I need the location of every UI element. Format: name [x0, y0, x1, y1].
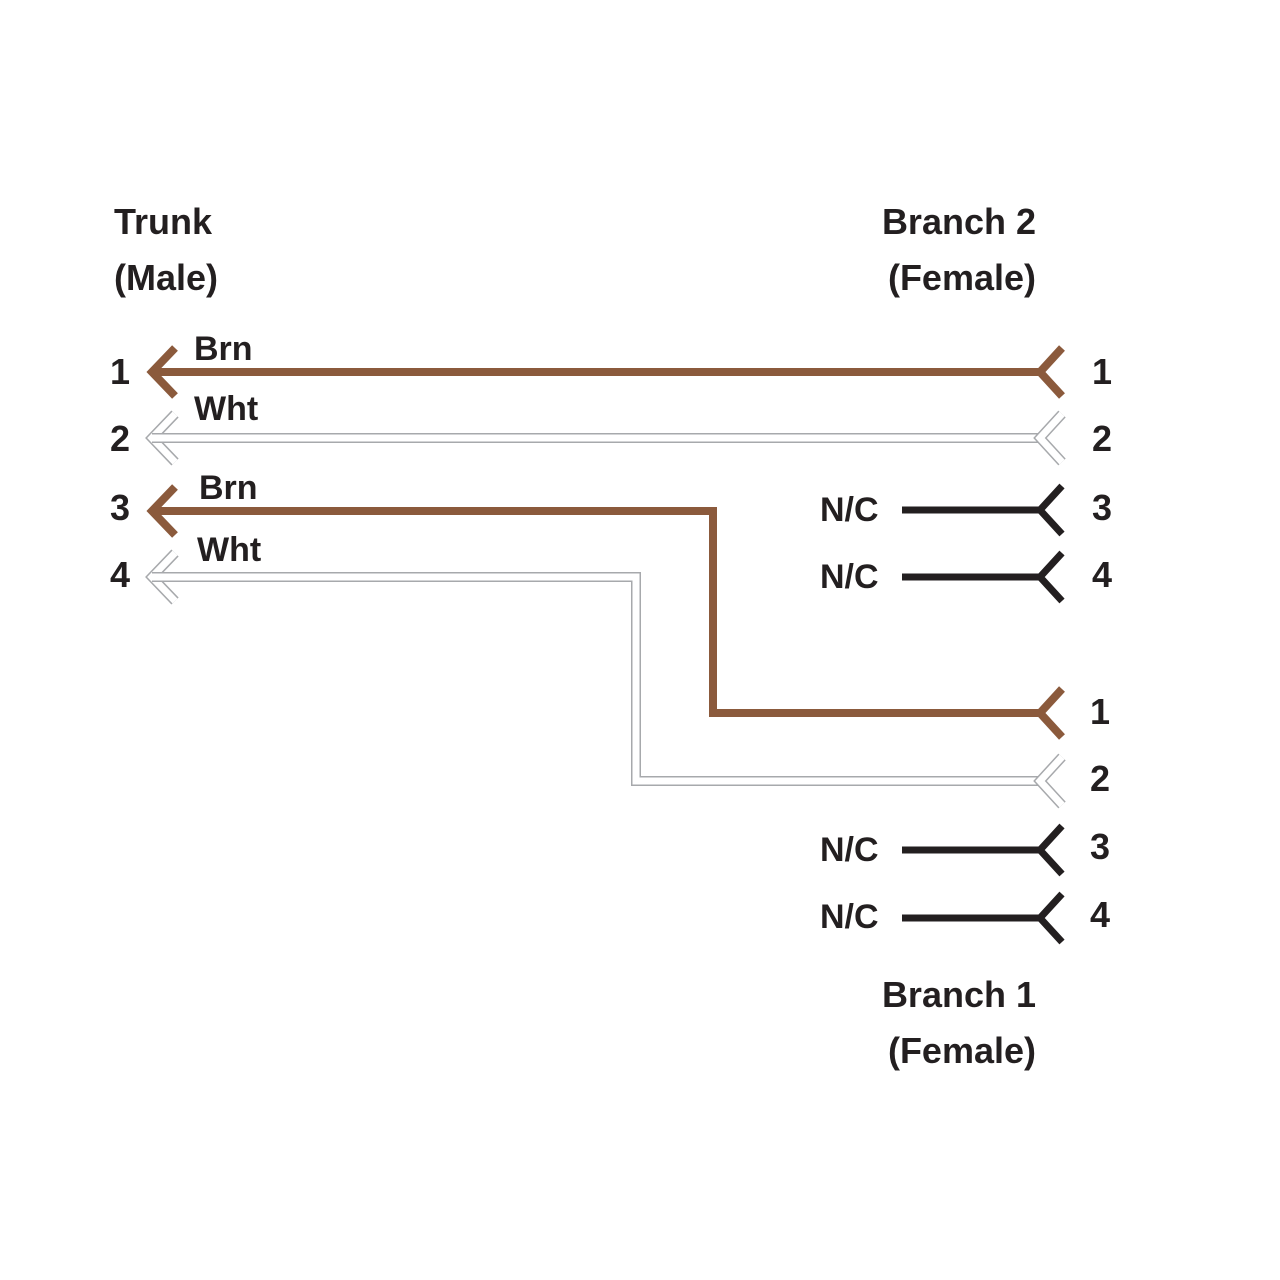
trunk-pin-2: 2	[110, 418, 131, 459]
wire-label-3: Brn	[199, 469, 258, 507]
branch1-nc-label-4: N/C	[820, 898, 879, 936]
branch2-pin-2: 2	[1092, 418, 1113, 459]
branch2-pin-4: 4	[1092, 554, 1113, 595]
wire-label-2: Wht	[194, 390, 259, 428]
branch2-pin-3: 3	[1092, 487, 1113, 528]
nc-stub-branch2-4	[902, 550, 1065, 604]
branch2-nc-label-4: N/C	[820, 558, 879, 596]
branch2-pin-1: 1	[1092, 351, 1113, 392]
branch1-pin-4: 4	[1090, 894, 1111, 935]
branch1-title: Branch 1	[881, 974, 1036, 1015]
wire-label-1: Brn	[194, 330, 253, 368]
branch2-subtitle: (Female)	[887, 257, 1036, 298]
branch2-nc-label-3: N/C	[820, 491, 879, 529]
trunk-pin-1: 1	[110, 351, 131, 392]
trunk-title: Trunk	[114, 201, 213, 242]
wire-white-trunk2-branch2-2	[145, 410, 1066, 466]
nc-stub-branch2-3	[902, 483, 1065, 537]
branch1-pin-2: 2	[1090, 758, 1111, 799]
branch1-subtitle: (Female)	[887, 1030, 1036, 1071]
branch1-pin-1: 1	[1090, 691, 1111, 732]
wire-brown-trunk3-branch1-1	[146, 484, 1065, 740]
nc-stub-branch1-4	[902, 891, 1065, 945]
wire-brown-trunk1-branch2-1	[146, 345, 1065, 399]
trunk-subtitle: (Male)	[114, 257, 219, 298]
branch1-pin-3: 3	[1090, 826, 1111, 867]
trunk-pin-4: 4	[110, 554, 131, 595]
nc-stub-branch1-3	[902, 823, 1065, 877]
branch2-title: Branch 2	[881, 201, 1036, 242]
trunk-pin-3: 3	[110, 487, 131, 528]
branch1-nc-label-3: N/C	[820, 831, 879, 869]
wire-label-4: Wht	[197, 531, 262, 569]
wire-white-trunk4-branch1-2	[145, 549, 1066, 809]
